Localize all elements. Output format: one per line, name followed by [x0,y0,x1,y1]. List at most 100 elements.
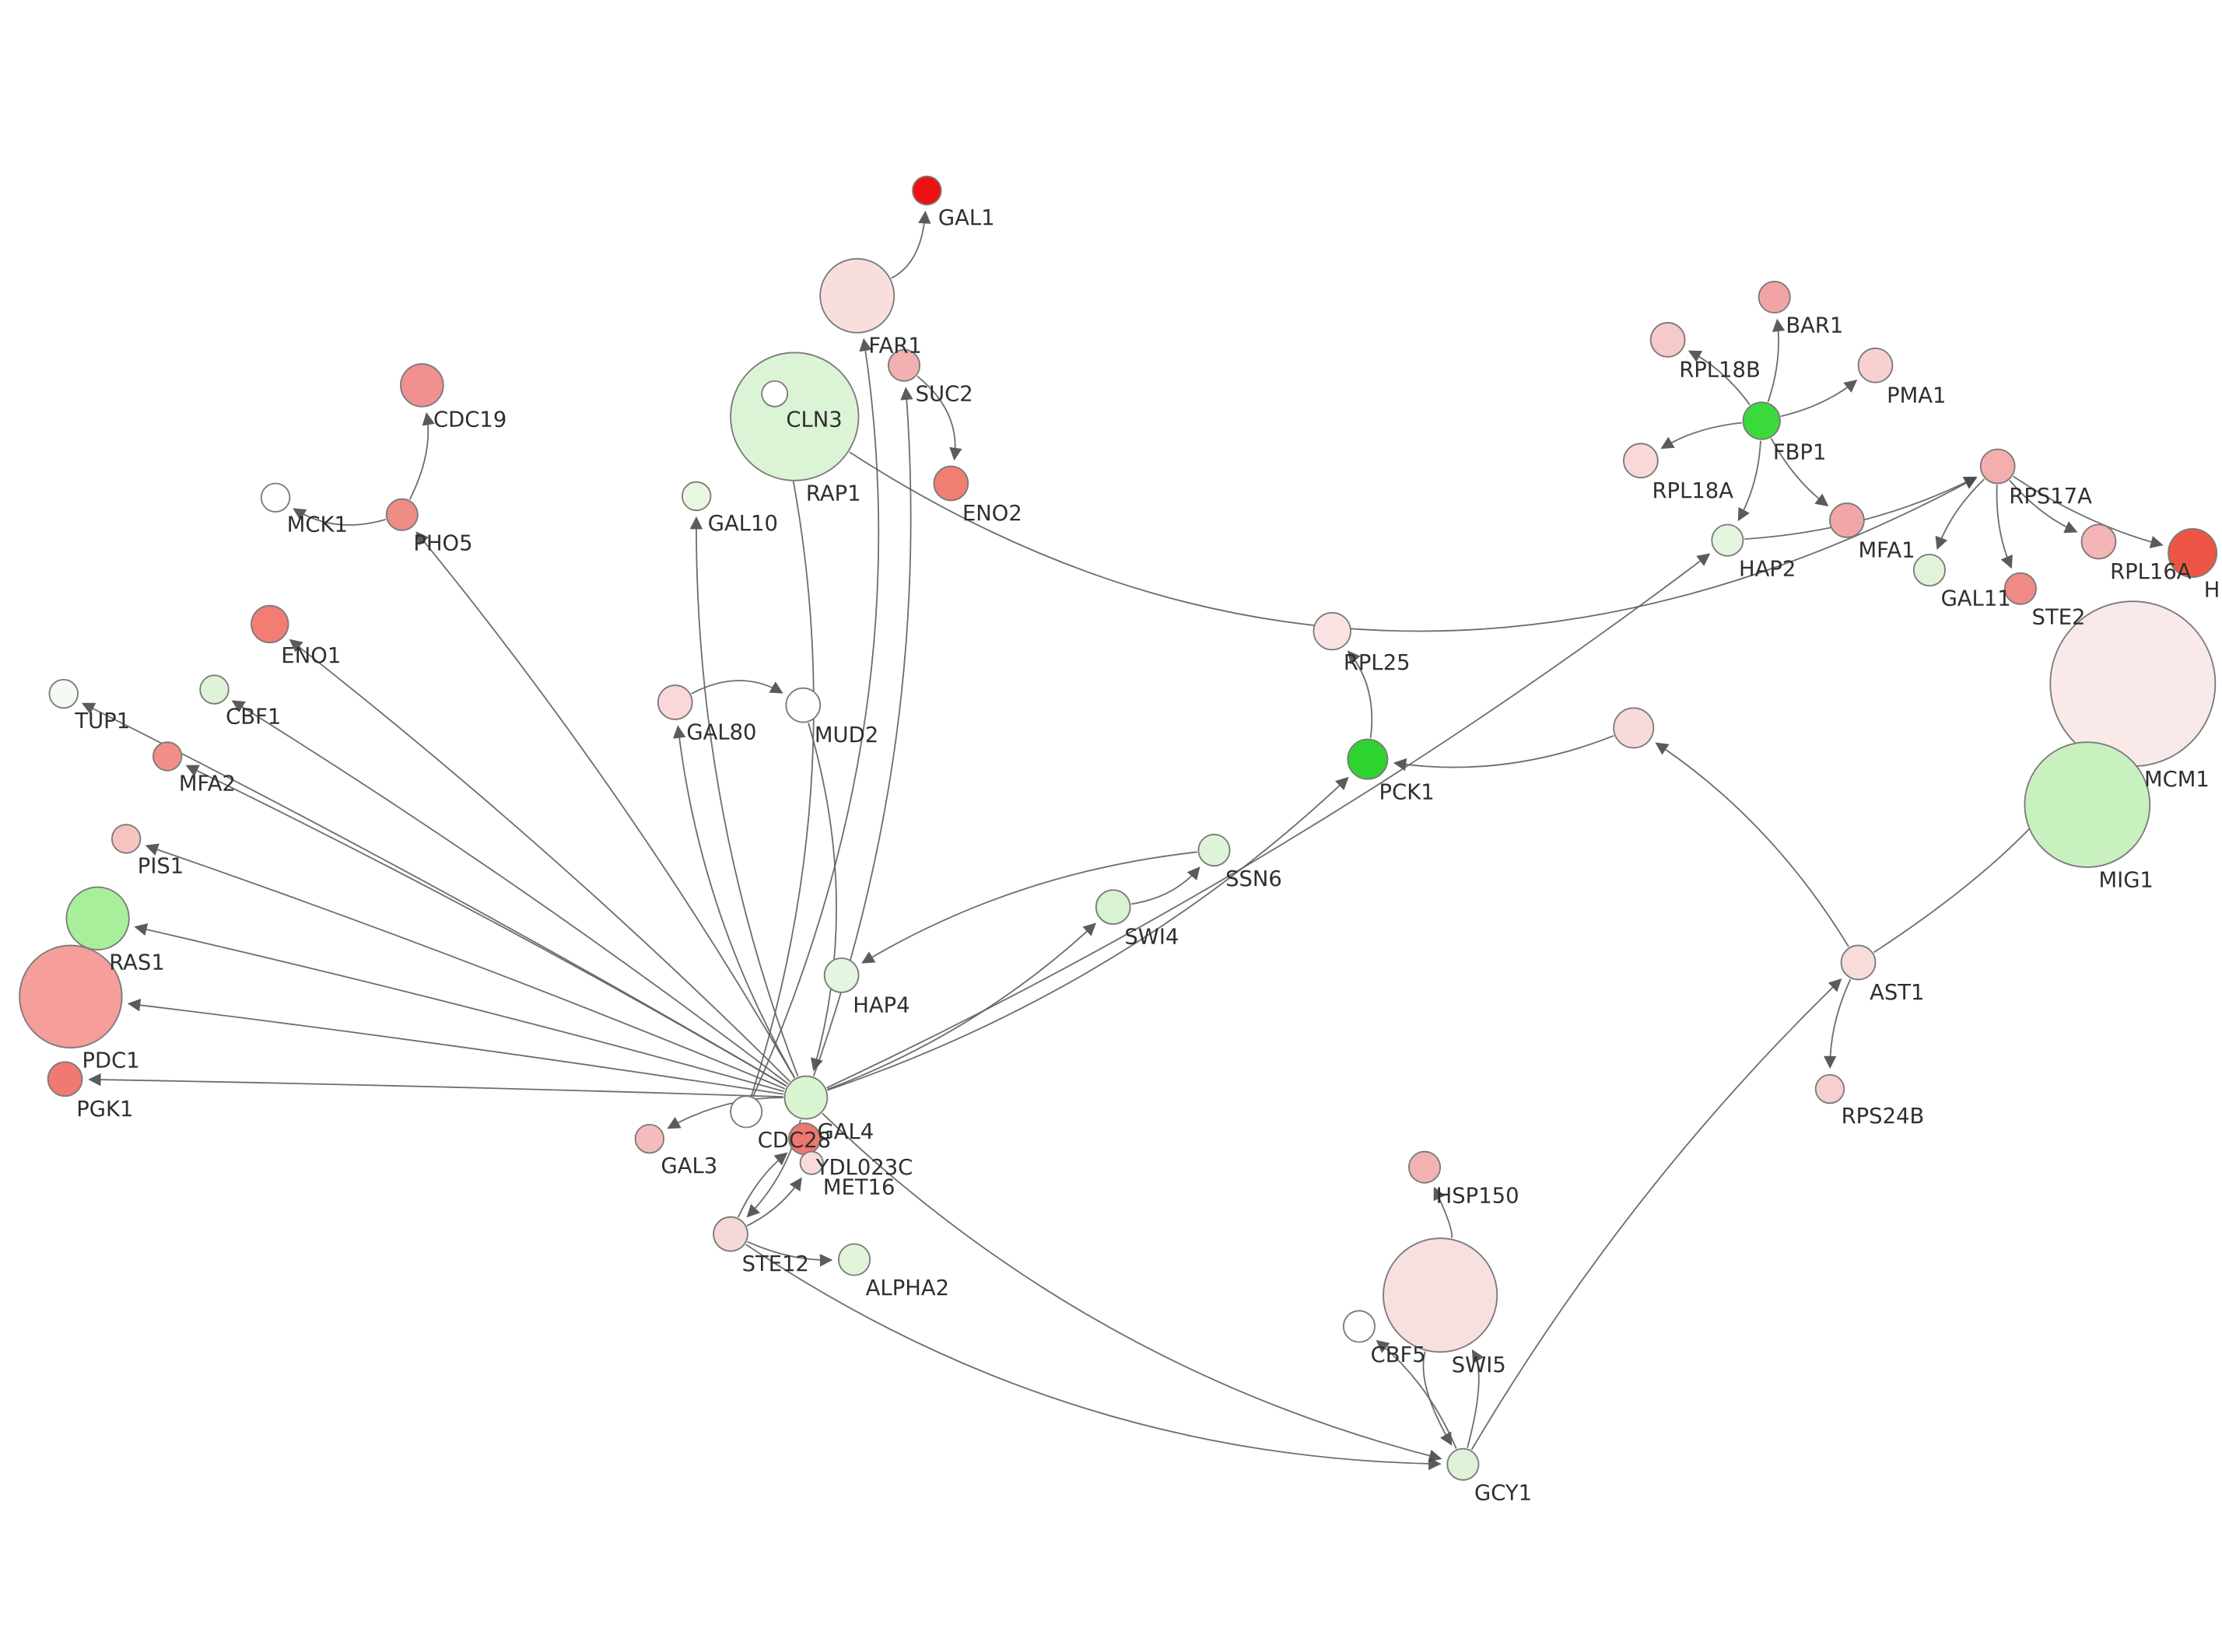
edge-CDC28-CLN3[interactable] [751,411,815,1096]
node-GAL4[interactable] [783,1075,829,1120]
node-HAP4[interactable] [823,957,860,993]
edge-SSN6-HAP4[interactable] [861,851,1197,964]
node-ENO1[interactable] [251,604,289,644]
node-SUC2[interactable] [888,348,921,382]
edge-AST1-UNLABELED1[interactable] [1655,742,1849,947]
node-PHO5[interactable] [385,498,419,531]
edge-STE12-ALPHA2[interactable] [747,1241,833,1267]
node-STE2[interactable] [2003,572,2037,605]
edge-UNLABELED1-PCK1[interactable] [1393,735,1614,772]
edge-FBP1-MFA1[interactable] [1770,438,1829,507]
node-PDC1[interactable] [19,944,123,1049]
node-HAP2[interactable] [1711,523,1744,557]
node-HSP150[interactable] [1408,1150,1442,1184]
edge-GAL4-GCY1[interactable] [822,1112,1442,1462]
edge-GAL4-PHO5[interactable] [415,531,796,1079]
edge-FBP1-BAR1[interactable] [1767,318,1786,403]
edge-GAL4-ENO1[interactable] [289,639,790,1083]
node-RPS24B[interactable] [1814,1073,1845,1104]
node-FAR1[interactable] [819,257,895,334]
node-AST1[interactable] [1840,944,1877,981]
node-GCY1[interactable] [1446,1447,1480,1481]
edge-PHO5-MCK1[interactable] [293,508,387,526]
edge-MUD2-GAL4[interactable] [808,723,837,1072]
edge-GAL4-PIS1[interactable] [145,843,786,1090]
node-SWI5[interactable] [1383,1237,1498,1353]
edge-FBP1-PMA1[interactable] [1780,380,1858,418]
node-GAL11[interactable] [1912,553,1946,587]
node-CLN3[interactable] [761,380,789,408]
node-MFA2[interactable] [152,741,183,772]
node-FBP1[interactable] [1742,401,1781,440]
edge-STE12-MET16[interactable] [746,1177,802,1227]
edge-GCY1-CBF5[interactable] [1376,1339,1457,1449]
edge-GAL4-MFA2[interactable] [185,765,787,1087]
edge-CDC28-FAR1[interactable] [752,338,880,1097]
node-CDC28[interactable] [730,1095,763,1129]
node-STE12[interactable] [713,1216,748,1252]
edge-GAL4-RAS1[interactable] [134,923,785,1093]
node-SWI4[interactable] [1095,889,1131,926]
node-UNLABELED1[interactable] [1613,707,1655,749]
node-CBF1[interactable] [199,674,230,705]
node-ALPHA2[interactable] [838,1243,871,1276]
edge-SUC2-ENO2[interactable] [916,375,962,461]
node-GAL10[interactable] [681,481,712,512]
edge-GAL4-GAL3[interactable] [667,1097,783,1129]
edge-GAL4-SWI4[interactable] [827,922,1097,1090]
node-RAP1[interactable] [730,352,860,481]
node-GAL80[interactable] [657,684,693,720]
edge-GAL4-PCK1[interactable] [827,776,1349,1091]
edge-GAL80-MUD2[interactable] [691,680,783,695]
edge-STE12-YDL023C[interactable] [738,1152,788,1218]
node-RPL18B[interactable] [1649,322,1686,358]
edge-SWI5-HSP150[interactable] [1433,1186,1453,1238]
edge-GAL4-CBF1[interactable] [231,700,789,1085]
node-GAL3[interactable] [634,1123,665,1154]
edge-PCK1-RPL25[interactable] [1347,650,1373,738]
edge-FAR1-GAL1[interactable] [891,210,931,279]
edge-RPS17A-STE2[interactable] [1996,485,2013,569]
edge-GAL4-GAL80[interactable] [672,725,796,1079]
edge-HAP2-RPS17A[interactable] [1744,476,1978,541]
node-MIG1[interactable] [2024,741,2151,868]
edge-PHO5-CDC19[interactable] [408,411,435,500]
node-RPS17A[interactable] [1979,448,2016,485]
edge-GCY1-SWI5[interactable] [1467,1349,1484,1448]
node-ENO2[interactable] [933,465,969,502]
node-MUD2[interactable] [785,687,822,723]
node-PGK1[interactable] [47,1061,83,1097]
edge-FBP1-HAP2[interactable] [1737,440,1761,522]
edge-FBP1-RPL18B[interactable] [1688,350,1751,405]
node-RPL18A[interactable] [1623,443,1659,479]
edge-RPS17A-GAL11[interactable] [1935,478,1985,551]
node-MCK1[interactable] [260,482,291,513]
node-CDC19[interactable] [400,363,444,408]
edge-RPS17A-RPL16A[interactable] [2009,480,2078,534]
node-PIS1[interactable] [110,824,142,854]
node-HIS4[interactable] [2168,528,2218,579]
node-CBF5[interactable] [1342,1310,1376,1343]
node-SSN6[interactable] [1197,834,1231,867]
edge-GAL4-HAP2[interactable] [826,553,1711,1089]
node-RPL25[interactable] [1313,611,1351,651]
node-MET16[interactable] [799,1150,824,1175]
edge-SWI5-GCY1[interactable] [1422,1351,1453,1446]
edge-SWI4-SSN6[interactable] [1130,866,1200,905]
node-PCK1[interactable] [1347,738,1389,780]
edge-RAP1-RPS17A[interactable] [849,451,1978,632]
edge-STE12-GCY1[interactable] [745,1244,1442,1471]
node-GAL1[interactable] [912,175,942,206]
edge-GAL4-GAL10[interactable] [689,516,799,1077]
node-PMA1[interactable] [1857,347,1894,383]
node-MFA1[interactable] [1829,502,1865,538]
edge-GAL4-PGK1[interactable] [88,1073,783,1098]
edge-FBP1-RPL18A[interactable] [1660,422,1742,450]
edge-GCY1-AST1[interactable] [1470,978,1842,1451]
node-TUP1[interactable] [48,678,79,709]
edge-GAL4-PDC1[interactable] [127,999,784,1095]
edge-GAL4-TUP1[interactable] [81,702,787,1087]
edge-RPS17A-HIS4[interactable] [2013,475,2164,548]
